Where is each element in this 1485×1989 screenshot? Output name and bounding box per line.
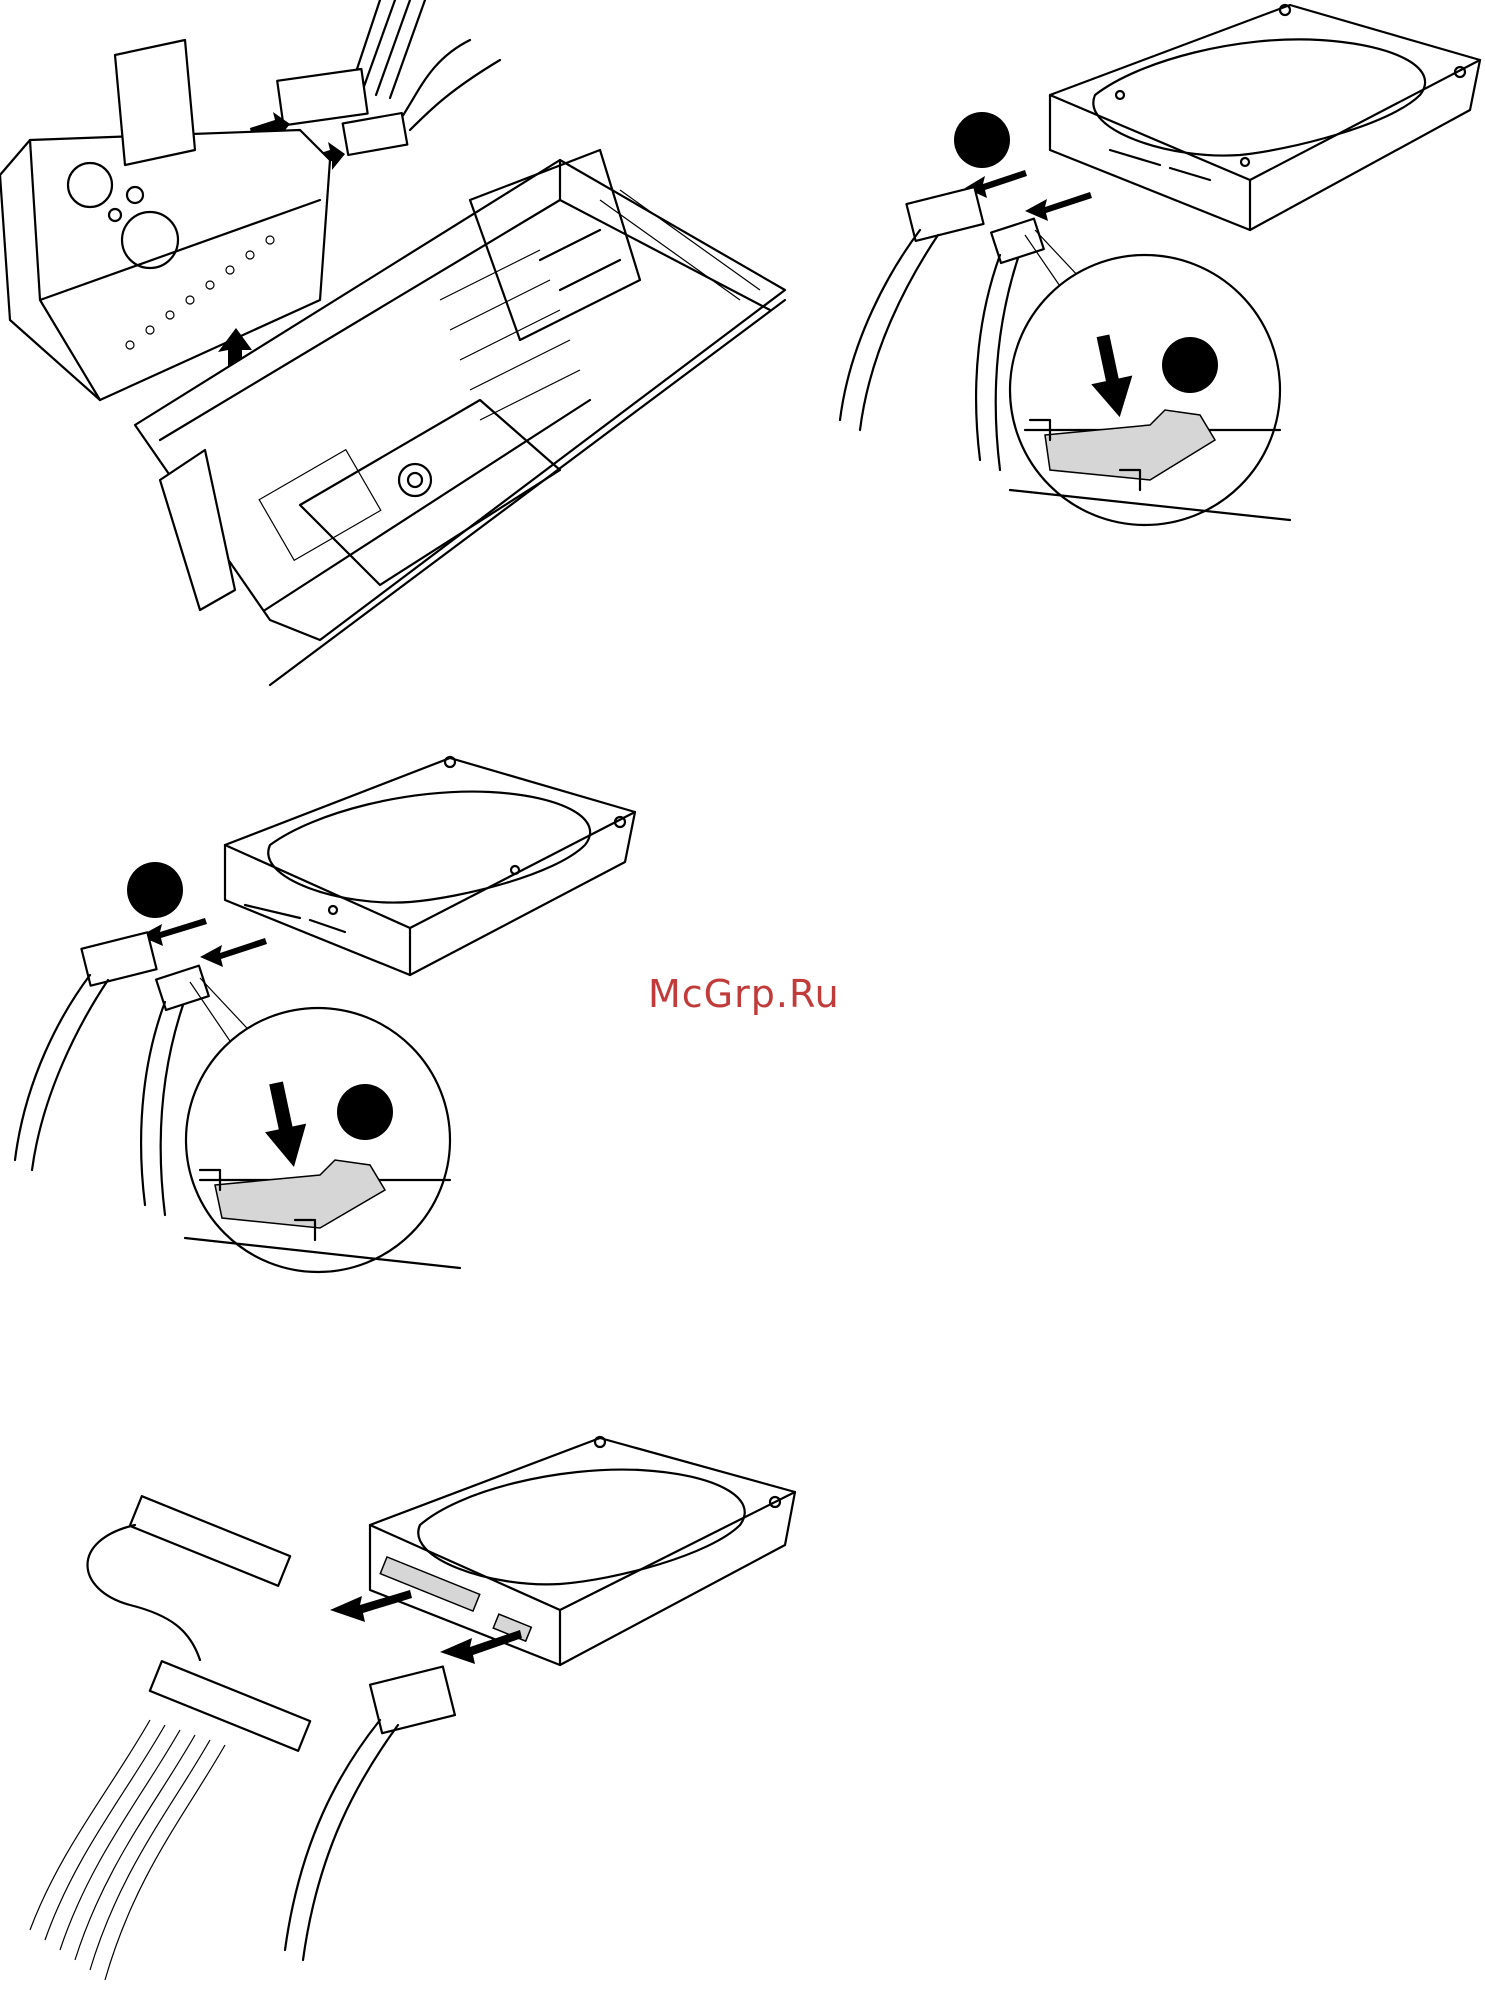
hard-drive-icon <box>1050 5 1480 230</box>
drive-cage-illustration <box>0 0 790 700</box>
panel-ide-disconnect <box>0 1430 800 1989</box>
ide-ribbon-cable-icon <box>30 1496 310 1980</box>
step-marker <box>127 862 183 918</box>
ide-disconnect-illustration <box>0 1430 800 1989</box>
sata-disconnect-illustration-a <box>820 0 1485 570</box>
panel-sata-disconnect-a <box>820 0 1485 570</box>
molex-power-connector-icon <box>285 1667 455 1960</box>
sata-power-connector-icon <box>840 187 984 430</box>
watermark-text: McGrp.Ru <box>648 972 840 1016</box>
sata-power-connector-icon <box>15 932 157 1170</box>
step-marker <box>954 112 1010 168</box>
sata-disconnect-illustration-b <box>0 750 640 1310</box>
power-cable-bundle <box>277 0 500 155</box>
panel-sata-disconnect-b <box>0 750 640 1310</box>
left-arrow-icon <box>965 170 1092 221</box>
release-latch-detail-icon <box>1010 255 1290 525</box>
hard-drive-icon <box>225 757 635 975</box>
hard-drive-icon <box>370 1437 795 1665</box>
left-arrow-icon <box>140 918 267 967</box>
release-latch-detail-icon <box>185 1008 460 1272</box>
panel-drive-cage-removal <box>0 0 790 700</box>
